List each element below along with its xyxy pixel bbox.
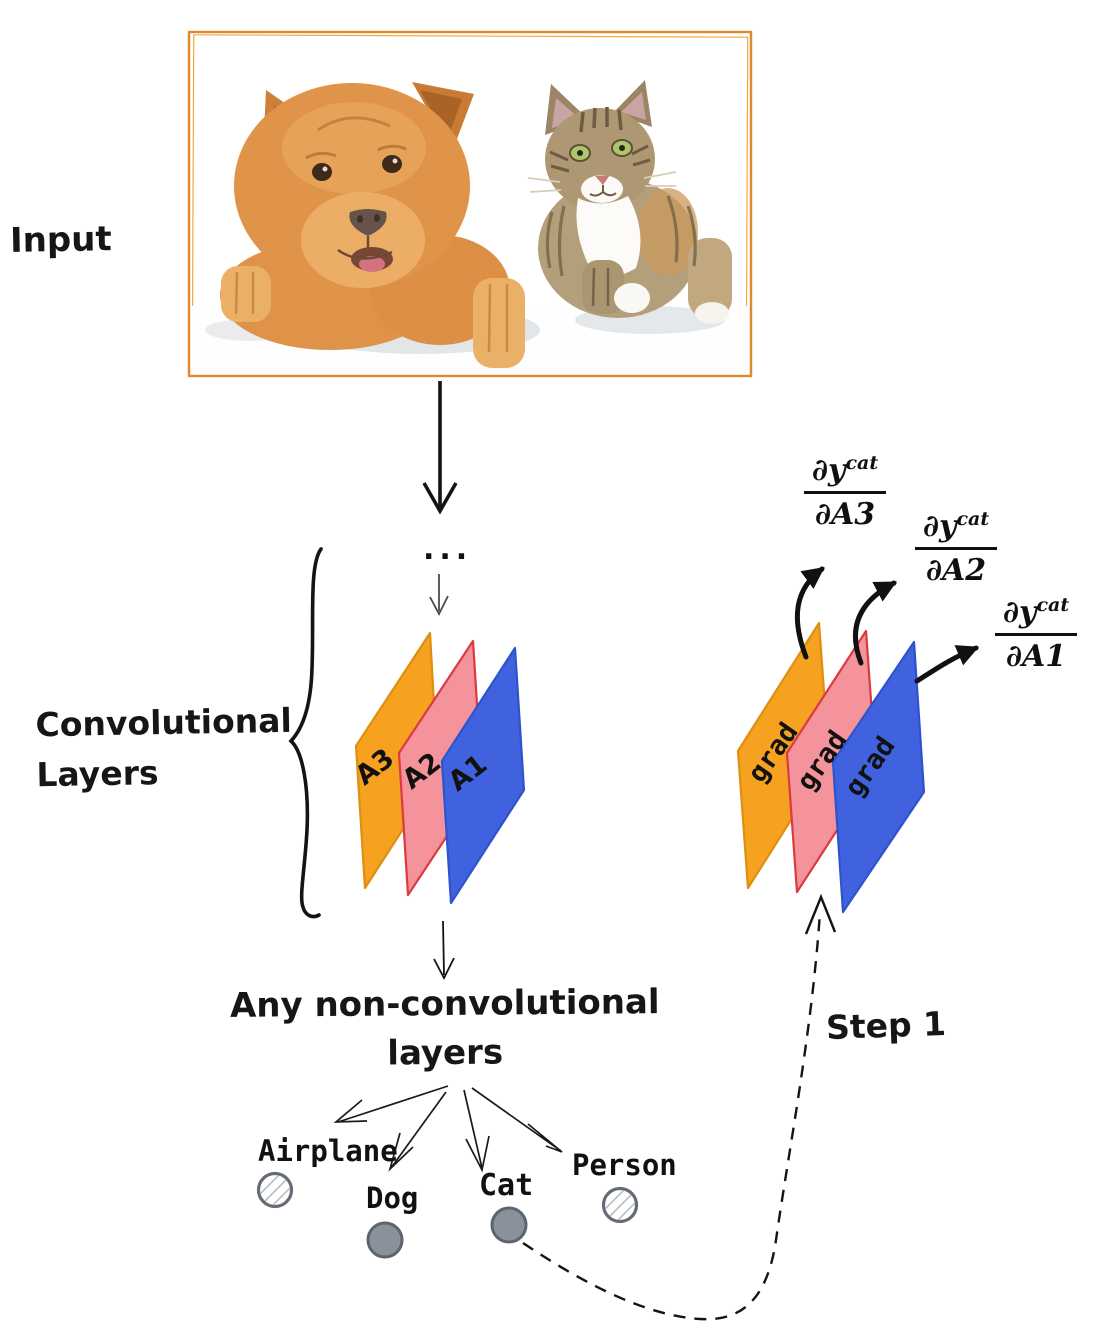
- formula-a2-denominator: ∂A2: [925, 553, 987, 588]
- down-arrow-head-small: [429, 595, 449, 616]
- node-person-hatch: [605, 1190, 635, 1220]
- classifier-fan-arrows: [333, 1085, 563, 1173]
- input-label: Input: [9, 219, 112, 261]
- class-label-airplane: Airplane: [258, 1134, 398, 1168]
- flow-arrows: [422, 381, 458, 980]
- node-dog: [366, 1221, 404, 1259]
- formula-a1-num-sup: cat: [1036, 594, 1070, 616]
- gradient-layer-stack: grad grad grad: [736, 621, 926, 914]
- down-arrow-layers-to-nonconv: [442, 920, 445, 976]
- formula-a1-numerator: ∂ycat: [995, 594, 1078, 636]
- layer-sheet-a1: [440, 646, 526, 905]
- dashed-curve-arrow-head: [804, 893, 837, 935]
- down-arrow-head-small2: [433, 957, 455, 980]
- convolutional-layers-brace: [288, 547, 323, 919]
- grad-sheet-a1: [831, 640, 926, 914]
- class-nodes: [256, 1171, 639, 1259]
- backprop-dashed-arrow: [522, 893, 837, 1321]
- gradient-formula-a1: ∂ycat ∂A1: [995, 594, 1078, 674]
- arrow-to-cat: [463, 1089, 490, 1173]
- input-image: [187, 30, 753, 378]
- formula-a3-denominator: ∂A3: [814, 497, 876, 532]
- gradient-formula-a3: ∂ycat ∂A3: [804, 452, 887, 532]
- nonconv-layers-line1: Any non-convolutional: [229, 982, 660, 1026]
- formula-a2-numerator: ∂ycat: [915, 508, 998, 550]
- arrow-to-dog: [388, 1091, 447, 1172]
- nonconv-layers-label: Any non-convolutional layers: [230, 978, 661, 1080]
- cat-illustration: [527, 80, 732, 324]
- class-label-cat: Cat: [479, 1168, 534, 1203]
- convolutional-layers-line2: Layers: [36, 752, 159, 794]
- formula-a1-num-base: ∂y: [1003, 595, 1037, 630]
- formula-a1-denominator: ∂A1: [1005, 639, 1067, 674]
- activation-layer-stack: A3 A2 A1: [350, 631, 526, 905]
- class-label-dog: Dog: [366, 1181, 419, 1215]
- dashed-curve: [522, 911, 822, 1321]
- formula-a3-numerator: ∂ycat: [804, 452, 887, 494]
- arrow-to-person: [471, 1087, 563, 1153]
- ellipsis-dots: ...: [423, 532, 473, 567]
- dog-and-cat-photo: [191, 80, 749, 374]
- formula-a3-num-sup: cat: [845, 452, 879, 474]
- gradient-arrows: [794, 566, 980, 684]
- dog-illustration: [220, 82, 525, 368]
- formula-a3-num-base: ∂y: [812, 453, 846, 488]
- down-arrow-head: [422, 482, 458, 515]
- class-label-person: Person: [572, 1148, 677, 1182]
- step1-label: Step 1: [825, 1003, 947, 1048]
- node-cat: [490, 1206, 528, 1244]
- formula-a2-num-sup: cat: [956, 508, 990, 530]
- convolutional-layers-line1: Convolutional: [35, 700, 293, 745]
- arrow-to-airplane: [333, 1085, 449, 1123]
- node-airplane-hatch: [260, 1175, 290, 1205]
- grad-arrow-a2: [852, 580, 897, 666]
- gradient-formula-a2: ∂ycat ∂A2: [915, 508, 998, 588]
- convolutional-layers-label: Convolutional Layers: [35, 696, 293, 799]
- formula-a2-num-base: ∂y: [923, 509, 957, 544]
- nonconv-layers-line2: layers: [387, 1032, 504, 1074]
- grad-arrow-a1: [914, 645, 980, 684]
- grad-arrow-a3: [794, 566, 825, 660]
